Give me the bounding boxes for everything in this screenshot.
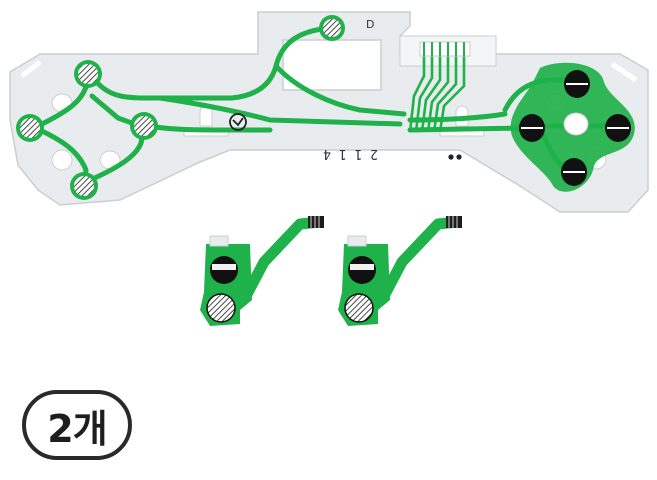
connector-traces bbox=[408, 54, 466, 133]
contact-highlight bbox=[350, 264, 374, 270]
circuit-traces bbox=[39, 25, 613, 187]
trigger-ribbon-right bbox=[338, 216, 462, 326]
contact-pad bbox=[74, 176, 94, 196]
corner-mark: D bbox=[366, 18, 374, 31]
ribbon-connector bbox=[308, 216, 324, 228]
hole bbox=[563, 112, 589, 136]
dot-mark bbox=[448, 154, 454, 160]
dot-mark bbox=[456, 154, 462, 160]
contact-pad bbox=[206, 293, 236, 323]
contact-highlight bbox=[212, 264, 236, 270]
contact-pad bbox=[78, 64, 98, 84]
trigger-ribbon-left bbox=[200, 216, 324, 326]
contact-pad bbox=[20, 118, 40, 138]
connector-pad bbox=[419, 41, 471, 57]
connector-pins bbox=[423, 42, 465, 56]
contact-pad bbox=[344, 293, 374, 323]
ribbon-tail bbox=[377, 216, 459, 303]
ribbon-tail bbox=[239, 216, 321, 303]
quantity-text: 2개 bbox=[47, 406, 107, 451]
dpad-contacts bbox=[16, 15, 345, 200]
silkscreen-code: 2 1 1 4 bbox=[323, 146, 378, 161]
ribbon-connector bbox=[446, 216, 462, 228]
mount-tab bbox=[347, 235, 367, 247]
logo-mark bbox=[229, 113, 247, 131]
face-button-contacts bbox=[519, 70, 631, 186]
corner-slit bbox=[20, 60, 42, 78]
quantity-badge: 2개 bbox=[22, 390, 132, 460]
logo-mark bbox=[232, 117, 244, 127]
mount-tab bbox=[209, 235, 229, 247]
contact-pad bbox=[134, 116, 154, 136]
corner-slit bbox=[610, 61, 638, 83]
center-cutout bbox=[282, 39, 382, 91]
main-membrane-board: D 2 1 1 4 bbox=[9, 11, 649, 213]
hole bbox=[51, 149, 73, 171]
contact-pad bbox=[323, 19, 341, 37]
